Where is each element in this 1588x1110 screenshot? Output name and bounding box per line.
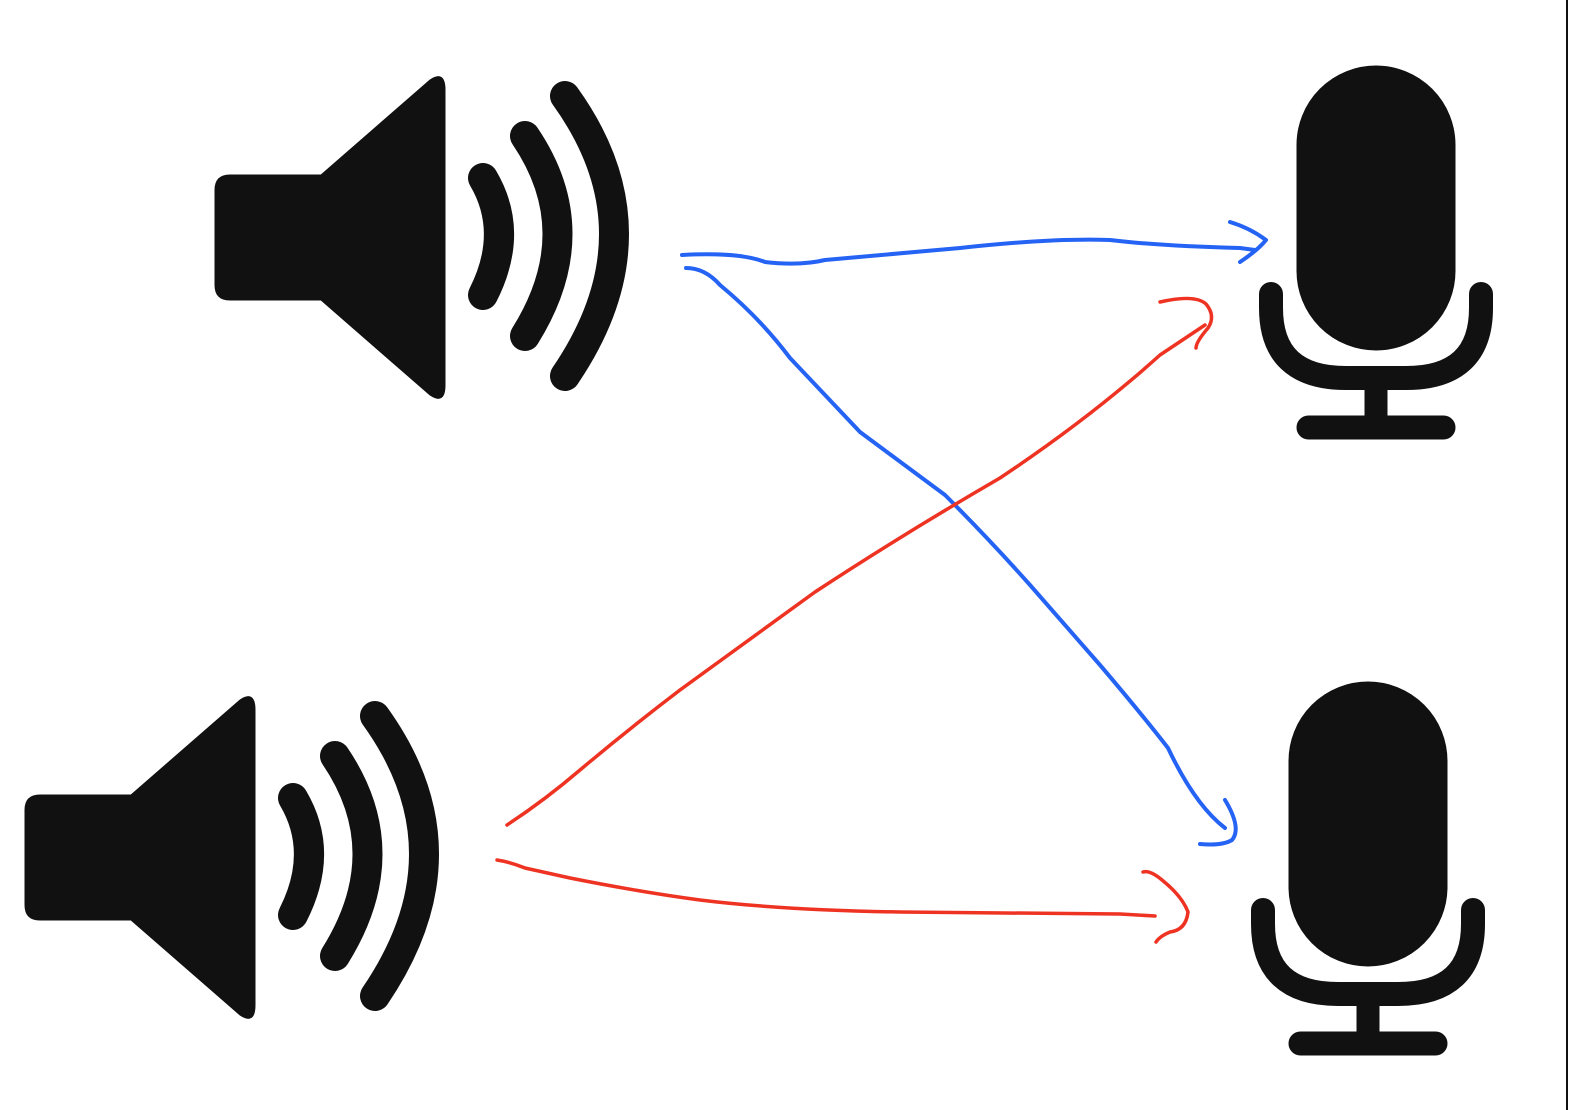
microphone-2-icon: [1263, 682, 1473, 1055]
right-edge-border: [1566, 0, 1568, 1110]
path-speaker-2-to-mic-1: [505, 323, 1207, 827]
path-speaker-1-to-mic-2: [684, 266, 1227, 830]
speaker-1-icon: [215, 77, 614, 399]
speaker-1-paths: [680, 220, 1268, 847]
speaker-2-icon: [25, 697, 424, 1019]
arrowhead-mic-2-blue: [1198, 798, 1238, 847]
speaker-2-paths: [495, 296, 1214, 944]
arrowhead-mic-2-red: [1141, 869, 1190, 944]
arrowhead-mic-1-red: [1158, 296, 1214, 350]
microphone-1-icon: [1271, 66, 1481, 439]
path-speaker-1-to-mic-1: [680, 237, 1257, 266]
path-speaker-2-to-mic-2: [495, 858, 1157, 918]
arrowhead-mic-1-blue: [1228, 220, 1268, 264]
